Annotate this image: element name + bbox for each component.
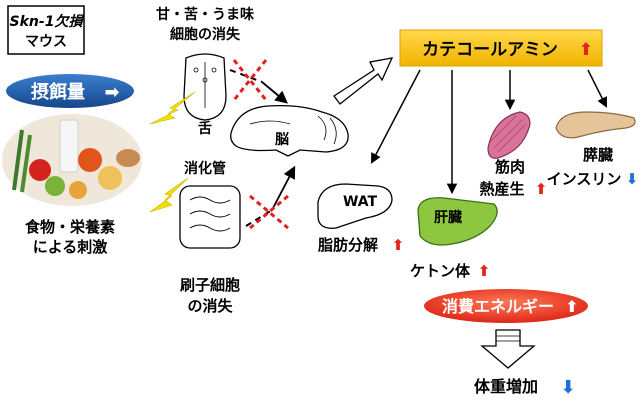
arrow-to-pancreas (587, 69, 607, 108)
gut-label: 消化管 (184, 160, 226, 177)
brain-to-catecholamine-arrow (333, 57, 394, 105)
pancreas-line2: インスリン (547, 170, 622, 188)
catecholamine-up-arrow-icon: ⬆ (579, 40, 593, 60)
gut-stimulus-bolt-icon (149, 177, 189, 213)
pancreas-down-arrow-icon: ⬇ (626, 170, 639, 188)
wat-icon (317, 183, 393, 229)
tongue-icon (183, 53, 227, 121)
energy-to-weight-arrow (480, 329, 536, 369)
arrow-to-wat (371, 69, 421, 164)
muscle-icon (487, 111, 531, 159)
tongue-stimulus-bolt-icon (149, 91, 196, 125)
pancreas-line1: 膵臓 (583, 146, 613, 164)
liver-effect: ケトン体 (410, 262, 471, 280)
gut-signal-blocked (245, 165, 296, 230)
intake-arrow-icon: ➡ (104, 82, 119, 103)
weight-label: 体重増加 (474, 377, 538, 396)
muscle-line1: 筋肉 (494, 158, 525, 176)
food-image (2, 114, 142, 206)
intestine-icon (179, 185, 241, 249)
wat-effect: 脂肪分解 (318, 236, 378, 254)
mouse-line2: マウス (25, 34, 67, 50)
brain-icon (230, 104, 349, 157)
liver-label: 肝臓 (434, 209, 462, 226)
wat-label: WAT (343, 194, 378, 210)
intake-label: 摂餌量 (31, 81, 85, 103)
catecholamine-box: カテコールアミン ⬆ (399, 29, 603, 67)
energy-pill: 消費エネルギー ⬆ (424, 289, 588, 323)
food-line2: による刺激 (33, 238, 109, 256)
food-line1: 食物・栄養素 (25, 218, 115, 236)
intake-pill: 摂餌量 ➡ (6, 74, 134, 108)
weight-down-arrow-icon: ⬇ (560, 377, 575, 398)
energy-up-arrow-icon: ⬆ (565, 297, 578, 316)
pancreas-icon (555, 111, 636, 139)
liver-icon (417, 197, 498, 246)
wat-up-arrow-icon: ⬆ (392, 236, 405, 254)
tongue-label: 舌 (198, 120, 212, 137)
taste-line1: 甘・苦・うま味 (156, 6, 254, 23)
brush-line2: の消失 (187, 297, 233, 315)
liver-up-arrow-icon: ⬆ (478, 262, 491, 280)
muscle-line2: 熱産生 (479, 180, 524, 198)
energy-label: 消費エネルギー (442, 297, 554, 316)
brush-line1: 刷子細胞 (180, 276, 240, 294)
taste-line2: 細胞の消失 (170, 26, 241, 43)
catecholamine-label: カテコールアミン (422, 40, 558, 60)
mouse-line1: Skn-1欠損 (10, 13, 85, 30)
mouse-label-box: Skn-1欠損 マウス (7, 5, 85, 55)
brain-label: 脳 (275, 131, 289, 148)
taste-signal-blocked (229, 59, 288, 104)
muscle-up-arrow-icon: ⬆ (535, 180, 548, 198)
